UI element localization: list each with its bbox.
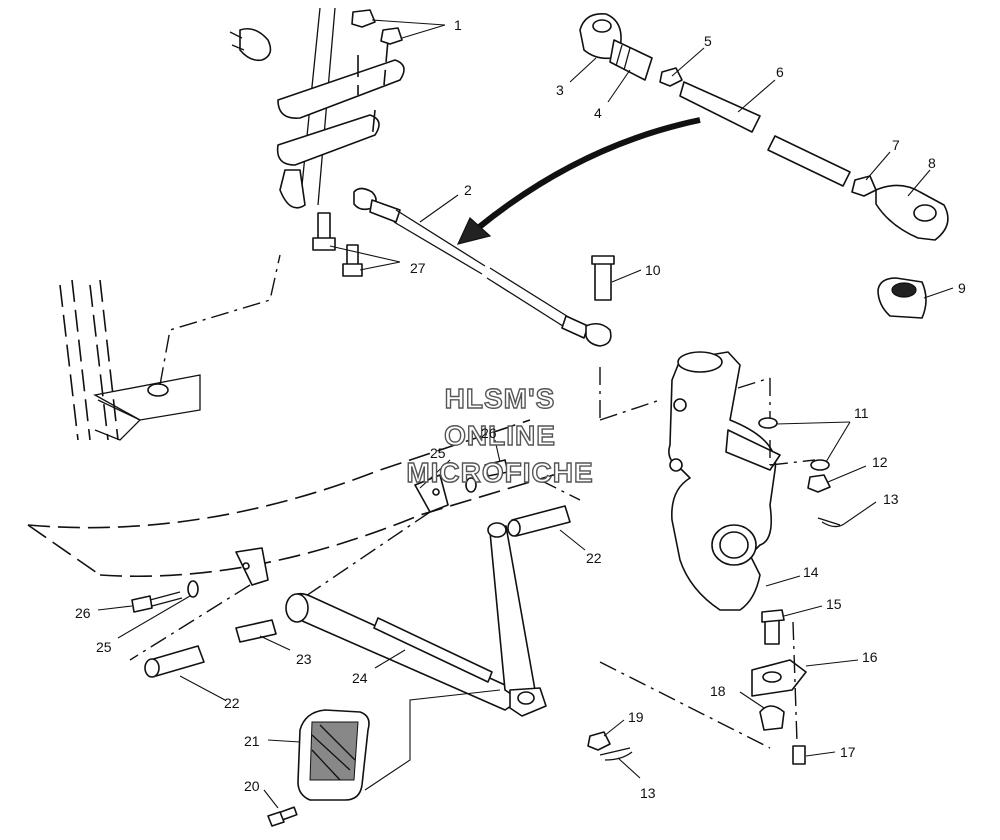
nut-pair — [351, 9, 403, 45]
callout-8: 8 — [928, 155, 936, 171]
callout-14: 14 — [803, 564, 819, 580]
washer-nut-set — [758, 417, 845, 528]
watermark-line-2: ONLINE — [444, 420, 556, 451]
callout-25a: 25 — [430, 445, 446, 461]
callout-21: 21 — [244, 733, 260, 749]
callout-19: 19 — [628, 709, 644, 725]
adjustable-rod-assembly — [579, 13, 949, 241]
callout-22a: 22 — [586, 550, 602, 566]
callout-26b: 26 — [75, 605, 91, 621]
callout-11: 11 — [854, 405, 869, 421]
skid-plate — [267, 689, 501, 827]
a-arm — [285, 522, 547, 717]
callout-1: 1 — [454, 17, 462, 33]
callout-12: 12 — [872, 454, 888, 470]
callout-15: 15 — [826, 596, 842, 612]
bolt-washer-set — [131, 459, 509, 613]
bolt-27-pair — [312, 212, 363, 277]
bushing — [877, 277, 927, 319]
callout-26a: 26 — [481, 425, 497, 441]
pin — [591, 255, 615, 301]
callout-13b: 13 — [640, 785, 656, 801]
callout-24: 24 — [352, 670, 368, 686]
callout-3: 3 — [556, 82, 564, 98]
callout-13a: 13 — [883, 491, 899, 507]
callout-6: 6 — [776, 64, 784, 80]
bushing-set — [144, 505, 571, 678]
ball-joint-set — [587, 609, 807, 765]
callout-5: 5 — [704, 33, 712, 49]
callout-17: 17 — [840, 744, 856, 760]
steering-column — [229, 7, 405, 209]
frame-left — [59, 254, 281, 441]
callout-25b: 25 — [96, 639, 112, 655]
callout-22b: 22 — [224, 695, 240, 711]
watermark: HLSM'S ONLINE MICROFICHE — [406, 382, 594, 488]
direction-arrow — [456, 117, 701, 245]
callout-20: 20 — [244, 778, 260, 794]
watermark-line-1: HLSM'S — [445, 383, 556, 414]
callout-10: 10 — [645, 262, 661, 278]
callout-16: 16 — [862, 649, 878, 665]
callout-labels: 1 2 3 4 5 6 7 8 9 10 11 12 13 14 15 16 1… — [75, 17, 966, 801]
callout-18: 18 — [710, 683, 726, 699]
steering-knuckle — [599, 351, 816, 611]
callout-7: 7 — [892, 137, 900, 153]
tie-rod-assembly — [353, 187, 612, 347]
callout-9: 9 — [958, 280, 966, 296]
callout-4: 4 — [594, 105, 602, 121]
watermark-line-3: MICROFICHE — [406, 457, 593, 488]
callout-27: 27 — [410, 260, 426, 276]
callout-2: 2 — [464, 182, 472, 198]
leader-lines — [97, 19, 954, 809]
callout-23: 23 — [296, 651, 312, 667]
